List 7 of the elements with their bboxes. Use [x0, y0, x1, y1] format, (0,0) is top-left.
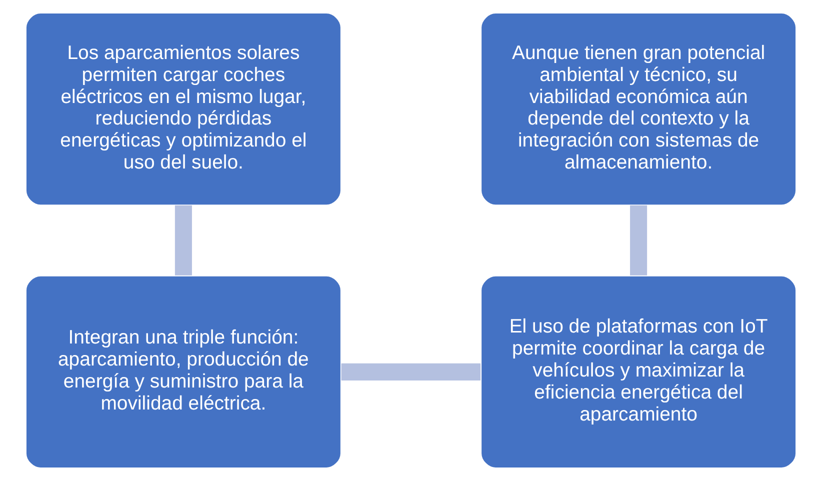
node-box: Integran una triple función: aparcamiento, producción de energía y suministro para la movilidad eléctrica. — [24, 275, 342, 469]
node-box: Aunque tienen gran potencial ambiental y técnico, su viabilidad económica aún depende del contexto y la integración con sistemas de almacenamiento. — [480, 12, 796, 206]
connector — [174, 205, 192, 276]
node-box: El uso de plataformas con IoT permite coordinar la carga de vehículos y maximizar la eficiencia energética del aparcamiento — [480, 275, 796, 469]
connector — [340, 363, 480, 380]
node-box: Los aparcamientos solares permiten cargar coches eléctricos en el mismo lugar, reduciendo pérdidas energéticas y optimizando el uso del suelo. — [24, 12, 342, 206]
connector — [630, 205, 647, 276]
